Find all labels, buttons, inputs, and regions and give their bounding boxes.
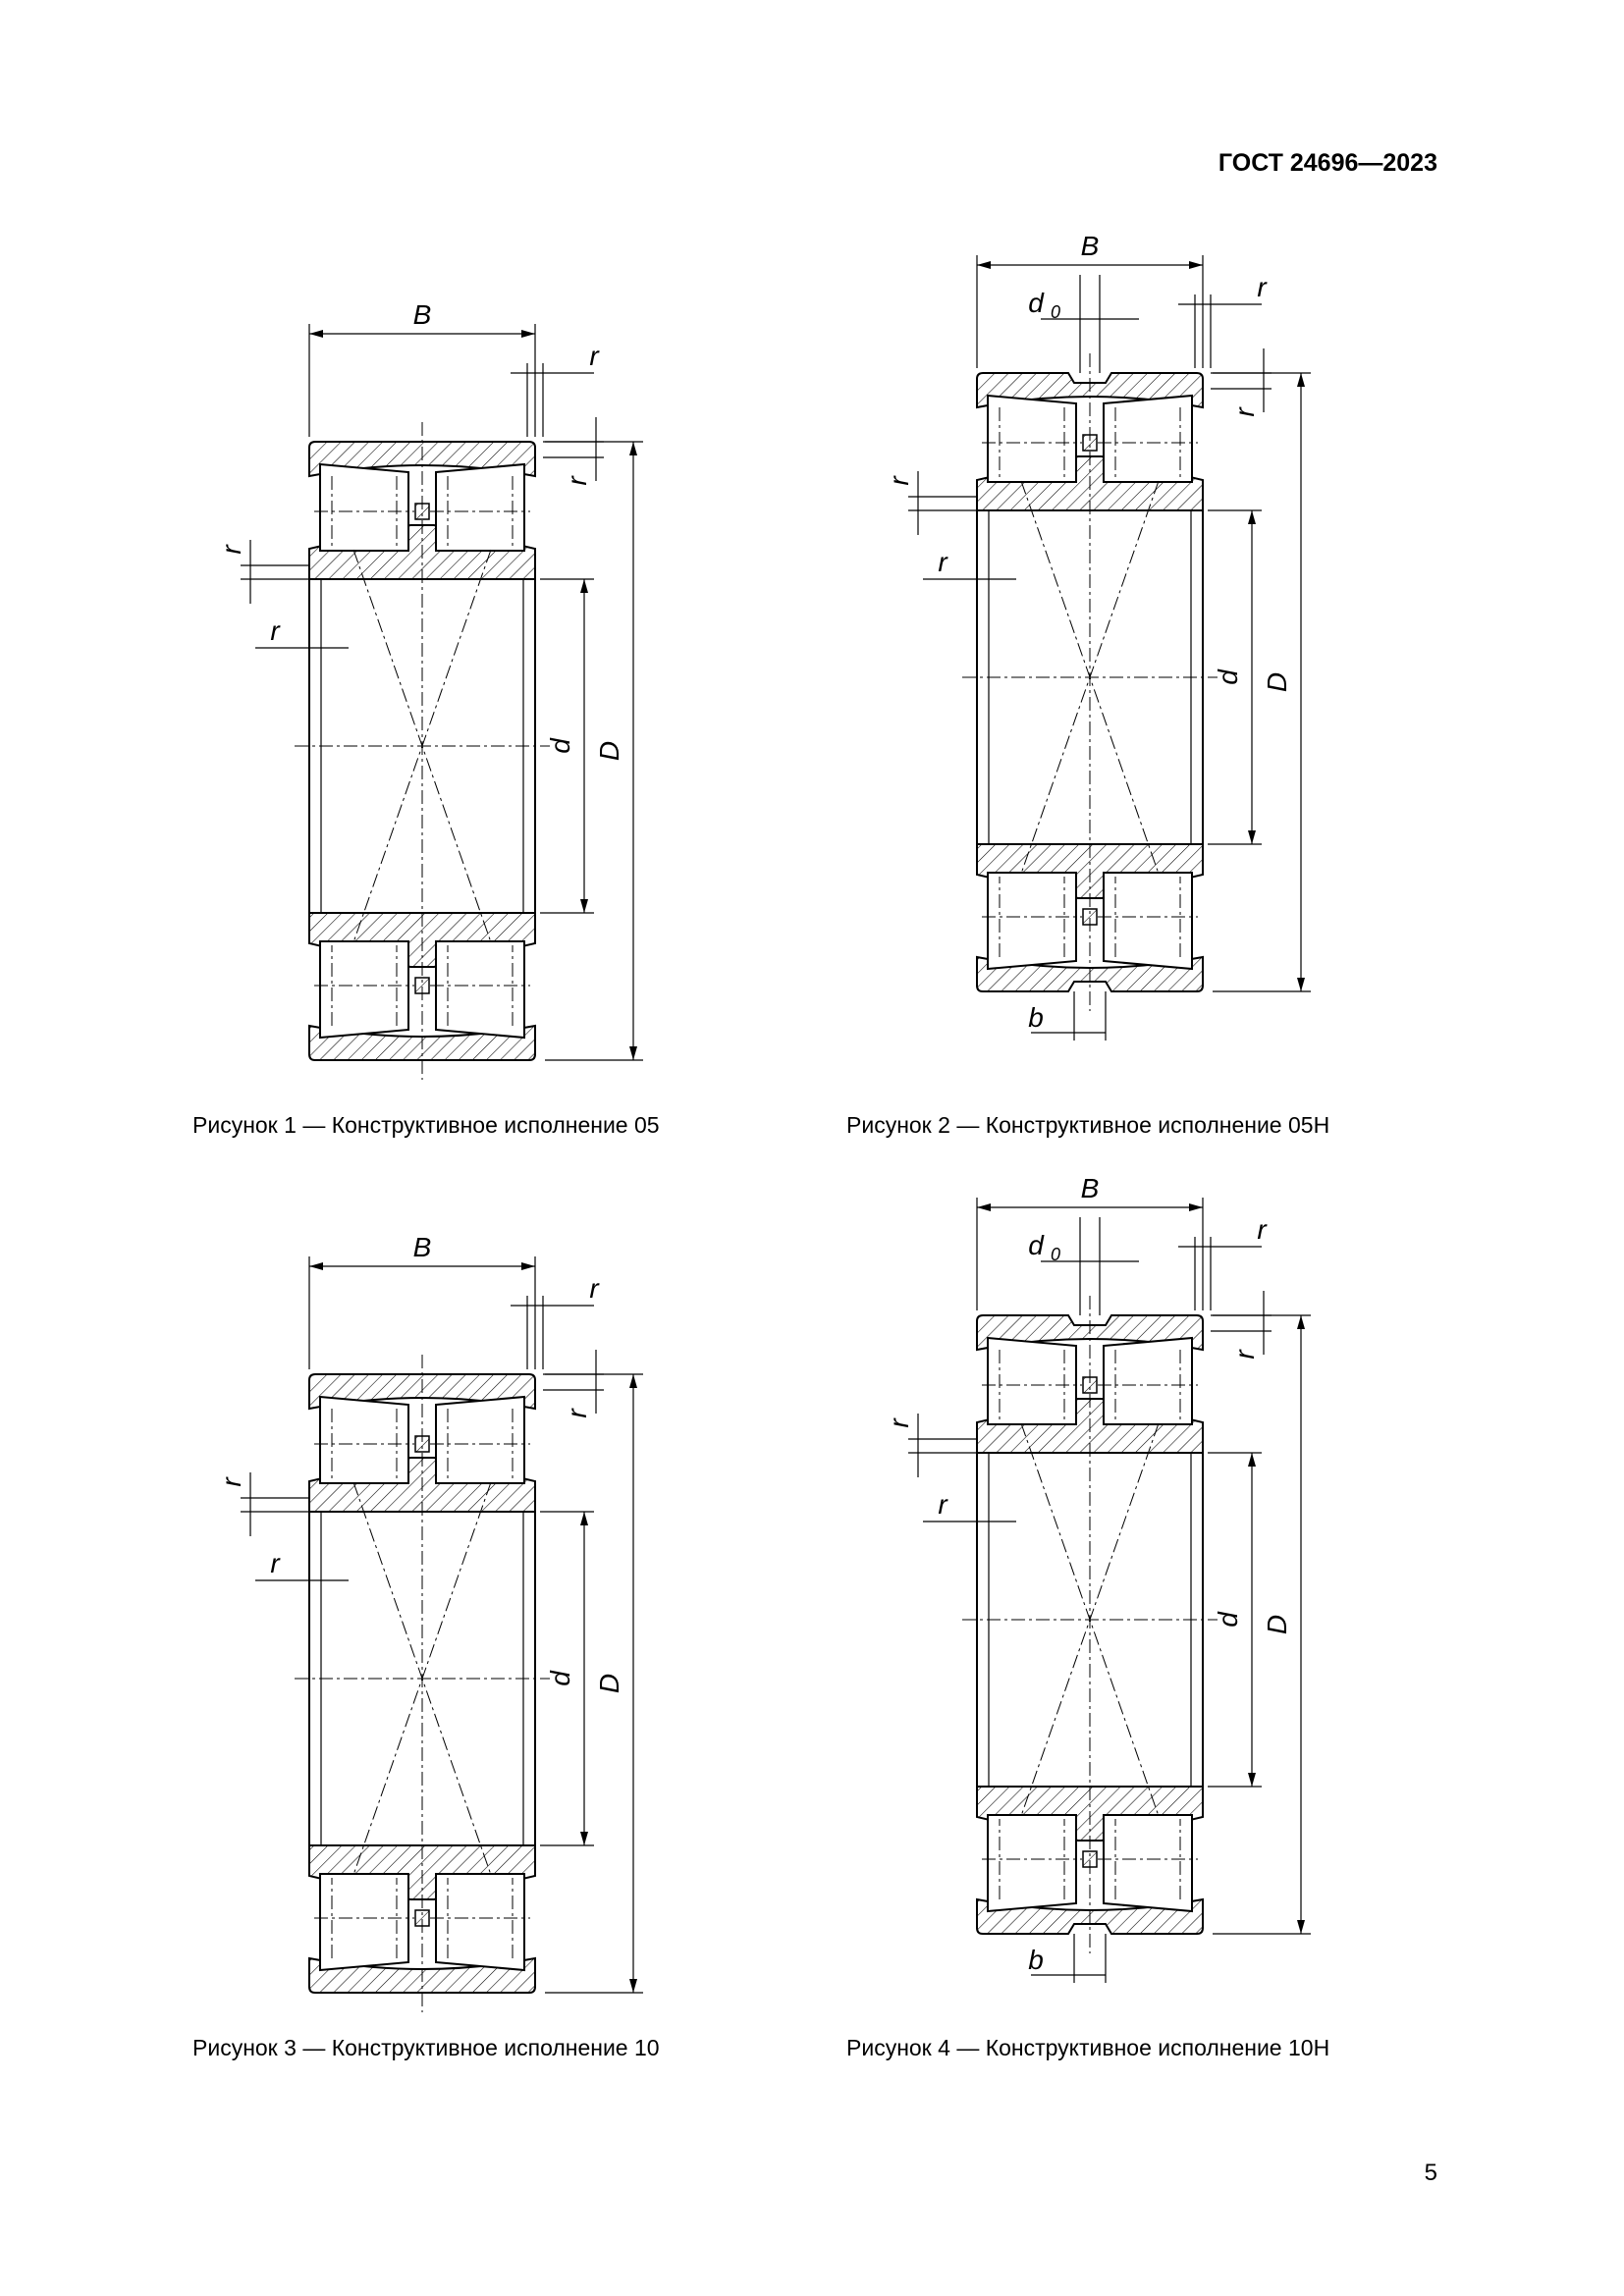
dimension-label-B: B: [413, 299, 432, 330]
dimension-label-B: B: [1081, 231, 1100, 261]
dimension-label-r-bore: r: [938, 1489, 948, 1520]
dimension-label-D: D: [594, 741, 624, 761]
dimension-label-r-right: r: [1229, 406, 1260, 417]
document-header: ГОСТ 24696—2023: [1218, 149, 1437, 177]
bearing-drawing-svg: B Dd r r r r: [216, 299, 643, 1080]
dimension-label-D: D: [1262, 1615, 1292, 1634]
dimension-label-D: D: [1262, 672, 1292, 692]
dimension-label-r-right: r: [1229, 1349, 1260, 1360]
dimension-label-r-left: r: [884, 1417, 914, 1428]
dimension-label-d: d: [1213, 668, 1243, 685]
dimension-label-r-right: r: [562, 475, 592, 486]
dimension-label-d0-subscript: 0: [1051, 302, 1060, 322]
dimension-label-D: D: [594, 1674, 624, 1693]
dimension-label-b: b: [1028, 1002, 1044, 1033]
dimension-label-d0: d: [1028, 288, 1045, 318]
figure-3-caption: Рисунок 3 — Конструктивное исполнение 10: [192, 2035, 660, 2060]
dimension-label-B: B: [1081, 1173, 1100, 1203]
dimension-label-r-top: r: [589, 1273, 600, 1304]
dimension-label-r-left: r: [216, 544, 246, 555]
lower-bearing-section: [976, 843, 1204, 992]
figure-4-caption: Рисунок 4 — Конструктивное исполнение 10…: [846, 2035, 1330, 2060]
dimension-label-r-bore: r: [270, 615, 281, 646]
dimension-label-r-top: r: [589, 341, 600, 371]
dimension-label-d0-subscript: 0: [1051, 1245, 1060, 1264]
dimension-label-r-top: r: [1257, 1214, 1268, 1245]
figure-2-caption: Рисунок 2 — Конструктивное исполнение 05…: [846, 1112, 1330, 1138]
upper-bearing-section: [308, 441, 536, 580]
dimension-label-r-top: r: [1257, 272, 1268, 302]
bearing-drawing-svg: B Dd r r r r: [216, 1232, 643, 2012]
dimension-label-B: B: [413, 1232, 432, 1262]
figure-1-caption: Рисунок 1 — Конструктивное исполнение 05: [192, 1112, 660, 1138]
dimension-label-d: d: [545, 737, 575, 754]
dimension-label-b: b: [1028, 1945, 1044, 1975]
page-number: 5: [1424, 2160, 1437, 2186]
dimension-label-r-bore: r: [270, 1548, 281, 1578]
dimension-label-r-left: r: [884, 475, 914, 486]
dimension-label-d: d: [545, 1670, 575, 1686]
dimension-label-d0: d: [1028, 1230, 1045, 1260]
dimension-label-r-bore: r: [938, 547, 948, 577]
dimension-label-r-left: r: [216, 1476, 246, 1487]
dimension-label-r-right: r: [562, 1408, 592, 1418]
dimension-label-d: d: [1213, 1611, 1243, 1628]
